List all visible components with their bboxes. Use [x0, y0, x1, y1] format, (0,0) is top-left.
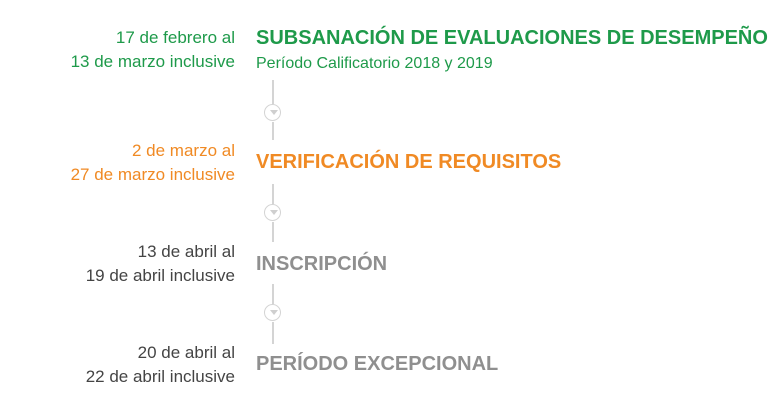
step-1-date-end: 13 de marzo inclusive — [70, 52, 235, 71]
step-4-date-end: 22 de abril inclusive — [85, 367, 235, 386]
timeline-connector — [262, 184, 284, 244]
step-1-date-start: 17 de febrero al — [115, 28, 235, 47]
timeline-connector — [262, 284, 284, 346]
chevron-down-circle-icon — [264, 204, 281, 221]
connector-line — [272, 80, 274, 104]
step-3-date: 13 de abril al 19 de abril inclusive — [5, 240, 235, 288]
step-1-title: SUBSANACIÓN DE EVALUACIONES DE DESEMPEÑO — [256, 27, 768, 49]
chevron-down-circle-icon — [264, 304, 281, 321]
chevron-down-circle-icon — [264, 104, 281, 121]
step-4-title: PERÍODO EXCEPCIONAL — [256, 353, 499, 375]
step-3-title: INSCRIPCIÓN — [256, 253, 388, 275]
connector-line — [272, 222, 274, 242]
connector-line — [272, 322, 274, 344]
step-2-date: 2 de marzo al 27 de marzo inclusive — [5, 139, 235, 187]
connector-line — [272, 184, 274, 204]
timeline-connector — [262, 80, 284, 140]
step-4-date: 20 de abril al 22 de abril inclusive — [5, 341, 235, 389]
step-1-date: 17 de febrero al 13 de marzo inclusive — [5, 26, 235, 74]
connector-line — [272, 122, 274, 140]
step-3-date-start: 13 de abril al — [137, 242, 235, 261]
step-2-date-start: 2 de marzo al — [132, 141, 235, 160]
step-2-title: VERIFICACIÓN DE REQUISITOS — [256, 151, 562, 173]
step-2-date-end: 27 de marzo inclusive — [70, 165, 235, 184]
step-1-subtitle: Período Calificatorio 2018 y 2019 — [256, 55, 493, 72]
connector-line — [272, 284, 274, 304]
step-4-date-start: 20 de abril al — [137, 343, 235, 362]
step-3-date-end: 19 de abril inclusive — [85, 266, 235, 285]
